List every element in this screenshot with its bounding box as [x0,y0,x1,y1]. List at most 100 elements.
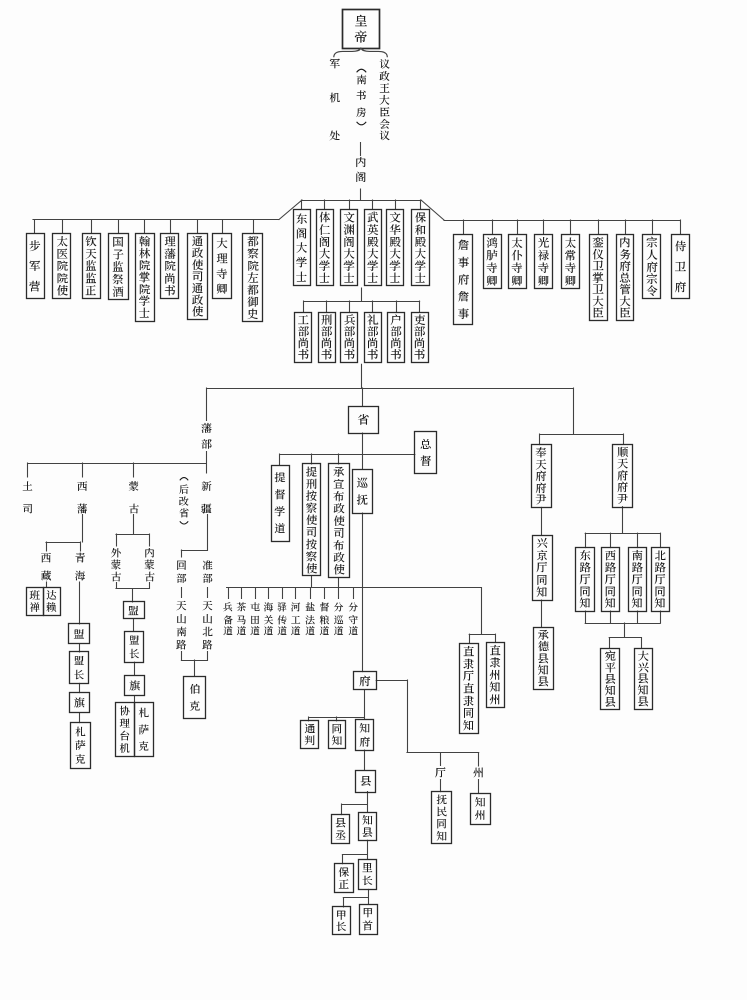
svg-text:土司: 土司 [22,479,33,517]
svg-text:茶马道: 茶马道 [237,600,248,638]
svg-text:札萨克: 札萨克 [138,706,149,754]
svg-text:提刑按察使司按察使: 提刑按察使司按察使 [305,464,318,576]
svg-text:步军营: 步军营 [28,238,41,295]
svg-text:藩部: 藩部 [201,420,213,452]
svg-text:兴京厅同知: 兴京厅同知 [535,535,548,600]
svg-text:旗: 旗 [74,695,85,711]
svg-text:武英殿大学士: 武英殿大学士 [366,210,379,286]
svg-text:东阁大学士: 东阁大学士 [295,211,308,285]
svg-text:奉天府府尹: 奉天府府尹 [535,445,547,508]
svg-text:詹事府詹事: 詹事府詹事 [458,237,470,322]
svg-text:蒙古: 蒙古 [127,479,139,517]
svg-text:屯田道: 屯田道 [250,600,261,638]
svg-text:光禄寺卿: 光禄寺卿 [538,235,550,289]
svg-text:太仆寺卿: 太仆寺卿 [511,235,523,289]
svg-text:盟: 盟 [74,626,85,642]
svg-text:总督: 总督 [420,437,432,469]
svg-text:南路厅同知: 南路厅同知 [631,548,644,612]
svg-text:直隶厅直隶同知: 直隶厅直隶同知 [462,644,475,734]
svg-text:抚民同知: 抚民同知 [436,793,447,844]
svg-text:内蒙古: 内蒙古 [143,545,155,584]
svg-text:承宣布政使司布政使: 承宣布政使司布政使 [332,464,345,578]
svg-text:分巡道: 分巡道 [333,600,345,638]
svg-text:顺天府府尹: 顺天府府尹 [617,444,629,507]
svg-text:同知: 同知 [332,722,343,749]
svg-text:省: 省 [357,411,369,428]
svg-text:钦天监监正: 钦天监监正 [84,234,97,299]
svg-text:太常寺卿: 太常寺卿 [564,235,577,289]
svg-text:知州: 知州 [474,795,486,823]
svg-text:承德县知县: 承德县知县 [538,627,549,690]
svg-text:南书房: 南书房 [356,72,367,120]
svg-text:兵备道: 兵备道 [222,600,234,638]
svg-text:理藩院尚书: 理藩院尚书 [164,234,176,299]
svg-text:保和殿大学士: 保和殿大学士 [414,210,427,286]
svg-text:海关道: 海关道 [263,600,275,638]
svg-text:议政王大臣会议: 议政王大臣会议 [379,57,390,144]
svg-text:府: 府 [359,673,371,689]
svg-text:军机处: 军机处 [329,56,340,143]
svg-text:侍卫府: 侍卫府 [675,239,687,295]
svg-text:直隶州知州: 直隶州知州 [490,642,502,707]
svg-text:翰林院掌院学士: 翰林院掌院学士 [138,234,151,322]
svg-text:旗: 旗 [129,678,140,694]
svg-text:厅: 厅 [434,764,446,780]
svg-text:国子监祭酒: 国子监祭酒 [111,234,124,300]
svg-text:督粮道: 督粮道 [320,600,331,638]
svg-text:吏部尚书: 吏部尚书 [414,312,426,363]
svg-text:知府: 知府 [359,721,370,749]
svg-text:盐法道: 盐法道 [305,600,316,638]
svg-text:礼部尚书: 礼部尚书 [366,312,379,363]
svg-text:班禅: 班禅 [28,588,40,615]
svg-text:盟长: 盟长 [74,654,85,683]
svg-text:内务府总管大臣: 内务府总管大臣 [619,235,631,322]
svg-text:西路厅同知: 西路厅同知 [604,548,617,612]
svg-text:盟: 盟 [128,602,139,618]
svg-text:巡抚: 巡抚 [356,475,368,508]
svg-text:盟长: 盟长 [129,633,140,662]
svg-text:准部天山北路: 准部天山北路 [202,558,213,653]
svg-text:宗人府宗令: 宗人府宗令 [645,235,658,299]
svg-text:皇帝: 皇帝 [354,10,368,45]
svg-text:伯克: 伯克 [189,681,200,714]
svg-text:保正: 保正 [338,865,350,892]
svg-text:后改省: 后改省 [179,481,190,519]
svg-text:河工道: 河工道 [291,600,302,638]
svg-text:外蒙古: 外蒙古 [110,545,122,584]
svg-text:东路厅同知: 东路厅同知 [579,548,592,612]
svg-text:驿传道: 驿传道 [276,600,288,638]
svg-text:宛平县知县: 宛平县知县 [604,648,616,710]
svg-text:鸿胪寺卿: 鸿胪寺卿 [485,235,498,289]
svg-text:通政使司通政使: 通政使司通政使 [192,234,204,320]
svg-text:都察院左都御史: 都察院左都御史 [246,234,259,322]
svg-text:甲首: 甲首 [362,906,373,934]
svg-text:知县: 知县 [362,813,373,840]
svg-text:大兴县知县: 大兴县知县 [638,648,649,709]
svg-text:文渊阁大学士: 文渊阁大学士 [342,210,355,286]
svg-text:里长: 里长 [362,861,373,889]
svg-text:协理台机: 协理台机 [118,704,130,756]
svg-text:提督学道: 提督学道 [273,470,286,537]
svg-text:甲长: 甲长 [336,908,347,935]
svg-text:工部尚书: 工部尚书 [298,312,310,363]
svg-text:西藏: 西藏 [40,550,52,583]
svg-text:通判: 通判 [304,722,315,749]
svg-text:户部尚书: 户部尚书 [389,312,402,363]
svg-text:新疆: 新疆 [200,479,212,517]
svg-text:州: 州 [473,764,484,780]
svg-text:文华殿大学士: 文华殿大学士 [388,210,401,286]
svg-text:内阁: 内阁 [355,154,366,185]
svg-text:体仁阁大学士: 体仁阁大学士 [318,210,331,286]
svg-text:青海: 青海 [75,550,86,583]
svg-text:兵部尚书: 兵部尚书 [344,312,356,363]
svg-text:达赖: 达赖 [46,588,57,615]
svg-text:大理寺卿: 大理寺卿 [216,235,228,297]
svg-text:太医院院使: 太医院院使 [56,234,68,299]
svg-text:銮仪卫掌卫大臣: 銮仪卫掌卫大臣 [591,235,604,322]
svg-text:西藩: 西藩 [76,479,88,517]
svg-text:分守道: 分守道 [347,600,359,638]
svg-text:回部天山南路: 回部天山南路 [176,558,187,653]
svg-text:县丞: 县丞 [335,816,346,843]
svg-text:刑部尚书: 刑部尚书 [321,312,333,363]
svg-text:北路厅同知: 北路厅同知 [653,548,666,612]
